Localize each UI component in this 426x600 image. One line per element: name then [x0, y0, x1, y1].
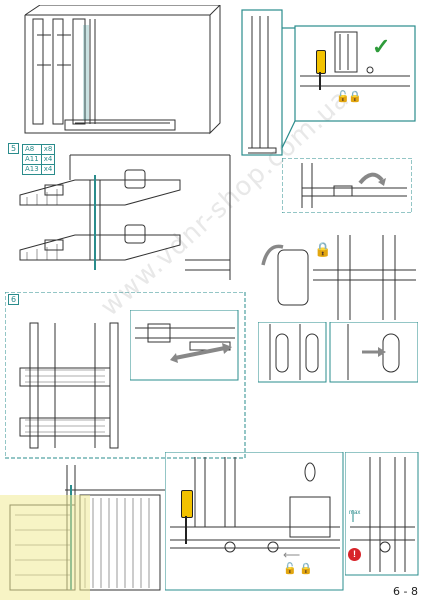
panel-slide-detail	[130, 310, 240, 382]
lock-icon: 🔒	[314, 241, 332, 257]
highlight-patch	[0, 495, 90, 600]
step-6-number: 6	[8, 294, 20, 305]
pullout-installed-drawing	[19, 322, 119, 449]
panel-adjust-detail: ⟵ 🔓 🔒	[165, 452, 345, 592]
panel-side-stop: max !	[345, 452, 420, 577]
part-code: A13	[22, 164, 42, 175]
panel-step-6	[5, 292, 247, 460]
part-row: A13 x4	[22, 164, 56, 175]
slide-detail-drawing	[130, 310, 239, 381]
screwdriver-shaft	[319, 72, 321, 90]
panel-cabinet-frame	[15, 5, 230, 140]
lock-icon: 🔒	[348, 91, 362, 103]
part-qty: x4	[40, 164, 56, 175]
unlock-icon: 🔓	[336, 91, 350, 103]
lock-icon: 🔒	[299, 563, 313, 575]
unlock-icon: 🔓	[283, 563, 297, 575]
corner-detail-drawing	[241, 9, 416, 156]
step-6-frame	[5, 292, 246, 459]
panel-clip-variants	[258, 322, 418, 384]
clip-lock-drawing	[261, 235, 416, 320]
step-5-number: 5	[8, 143, 20, 154]
rail-detail-drawing	[282, 158, 412, 213]
arrow-icon: ⟵	[283, 548, 301, 562]
panel-baskets	[15, 150, 235, 285]
page-number: 6 - 8	[393, 585, 418, 598]
baskets-drawing	[19, 154, 231, 280]
panel-pullout-installed	[15, 318, 130, 453]
step-5-parts-table: A8 x8 A11 x4 A13 x4	[22, 144, 56, 175]
panel-rail-detail	[282, 158, 412, 213]
check-icon: ✓	[372, 34, 391, 59]
stop-icon: !	[348, 548, 361, 561]
side-stop-drawing	[345, 452, 419, 576]
panel-corner-detail: ✓ 🔓 🔒	[240, 8, 420, 158]
adjust-detail-drawing	[165, 452, 344, 591]
clip-variants-drawing	[258, 322, 418, 383]
max-label: max	[349, 510, 361, 516]
screwdriver-icon	[181, 490, 193, 518]
screwdriver-shaft	[185, 516, 187, 544]
cabinet-frame-drawing	[24, 5, 221, 135]
panel-clip-lock: 🔒	[258, 235, 418, 320]
screwdriver-icon	[316, 50, 326, 74]
